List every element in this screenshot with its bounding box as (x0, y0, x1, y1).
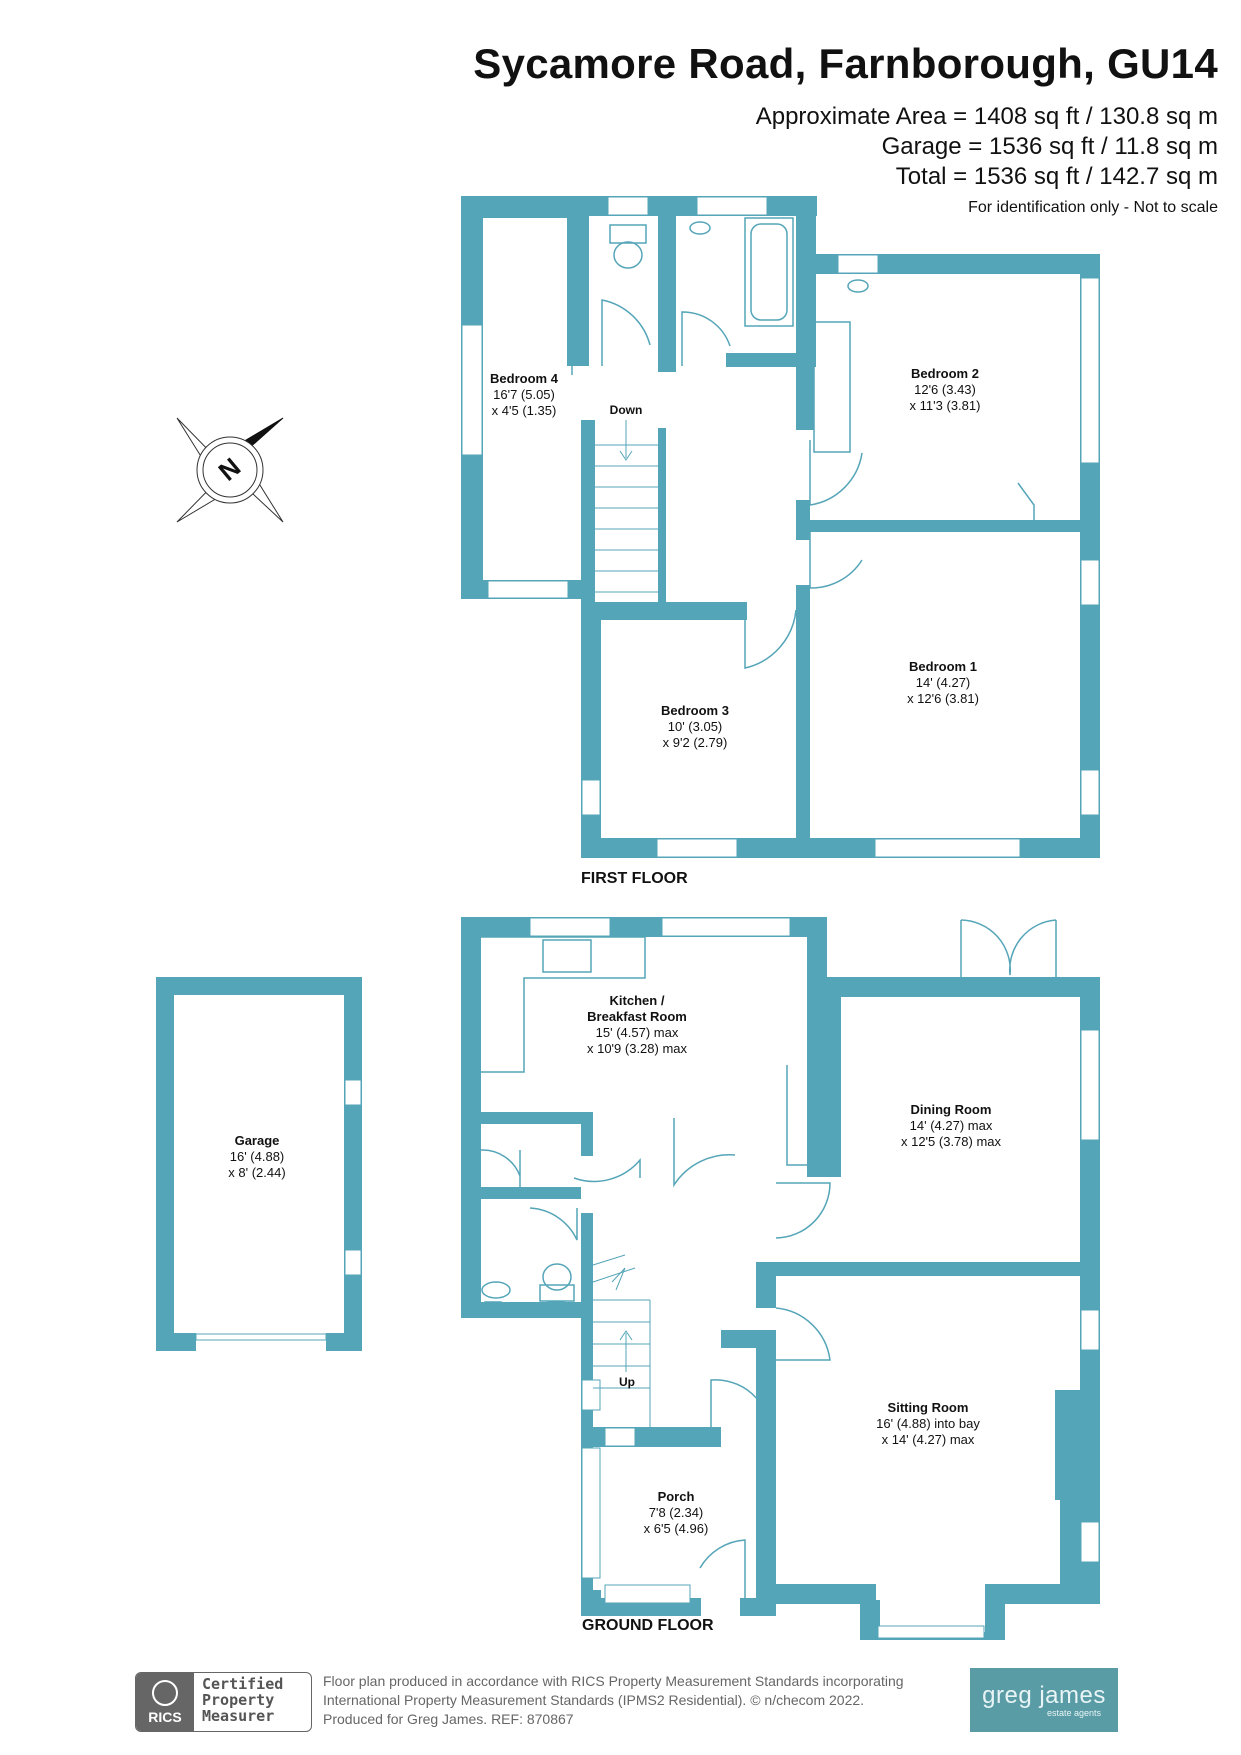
north-arrow-compass-icon: N (176, 417, 284, 523)
room-label-dining-room: Dining Room 14' (4.27) max x 12'5 (3.78)… (900, 1102, 1002, 1149)
stairs-up-label: Up (619, 1375, 635, 1389)
room-label-kitchen: Kitchen / Breakfast Room 15' (4.57) max … (586, 993, 688, 1056)
greg-james-logo: greg james estate agents (970, 1668, 1118, 1732)
badge-line: Certified (202, 1675, 284, 1693)
garage-area: Garage = 1536 sq ft / 11.8 sq m (881, 133, 1218, 160)
rics-lion-icon (152, 1679, 178, 1706)
first-floor-label: FIRST FLOOR (581, 870, 688, 887)
footer: RICS Certified Property Measurer Floor p… (135, 1668, 1120, 1734)
room-label-sitting-room: Sitting Room 16' (4.88) into bay x 14' (… (876, 1400, 980, 1447)
total-area: Total = 1536 sq ft / 142.7 sq m (895, 163, 1218, 190)
room-label-bedroom-2: Bedroom 2 12'6 (3.43) x 11'3 (3.81) (909, 366, 981, 413)
rics-certified-badge: RICS Certified Property Measurer (135, 1672, 312, 1732)
approx-area: Approximate Area = 1408 sq ft / 130.8 sq… (755, 103, 1218, 130)
room-label-bedroom-1: Bedroom 1 14' (4.27) x 12'6 (3.81) (907, 659, 979, 706)
stairs-down-label: Down (609, 403, 643, 417)
disclaimer: For identification only - Not to scale (968, 199, 1218, 216)
room-label-bedroom-3: Bedroom 3 10' (3.05) x 9'2 (2.79) (661, 703, 729, 750)
room-label-garage: Garage 16' (4.88) x 8' (2.44) (228, 1133, 286, 1180)
footer-disclaimer: Floor plan produced in accordance with R… (323, 1673, 904, 1727)
rics-logo: RICS (136, 1673, 194, 1731)
room-label-porch: Porch 7'8 (2.34) x 6'5 (4.96) (643, 1489, 709, 1536)
ground-floor-label: GROUND FLOOR (582, 1617, 714, 1634)
badge-line: Property (202, 1691, 275, 1709)
badge-line: Measurer (202, 1707, 275, 1725)
property-title: Sycamore Road, Farnborough, GU14 (473, 40, 1218, 87)
room-label-bedroom-4: Bedroom 4 16'7 (5.05) x 4'5 (1.35) (490, 371, 558, 418)
